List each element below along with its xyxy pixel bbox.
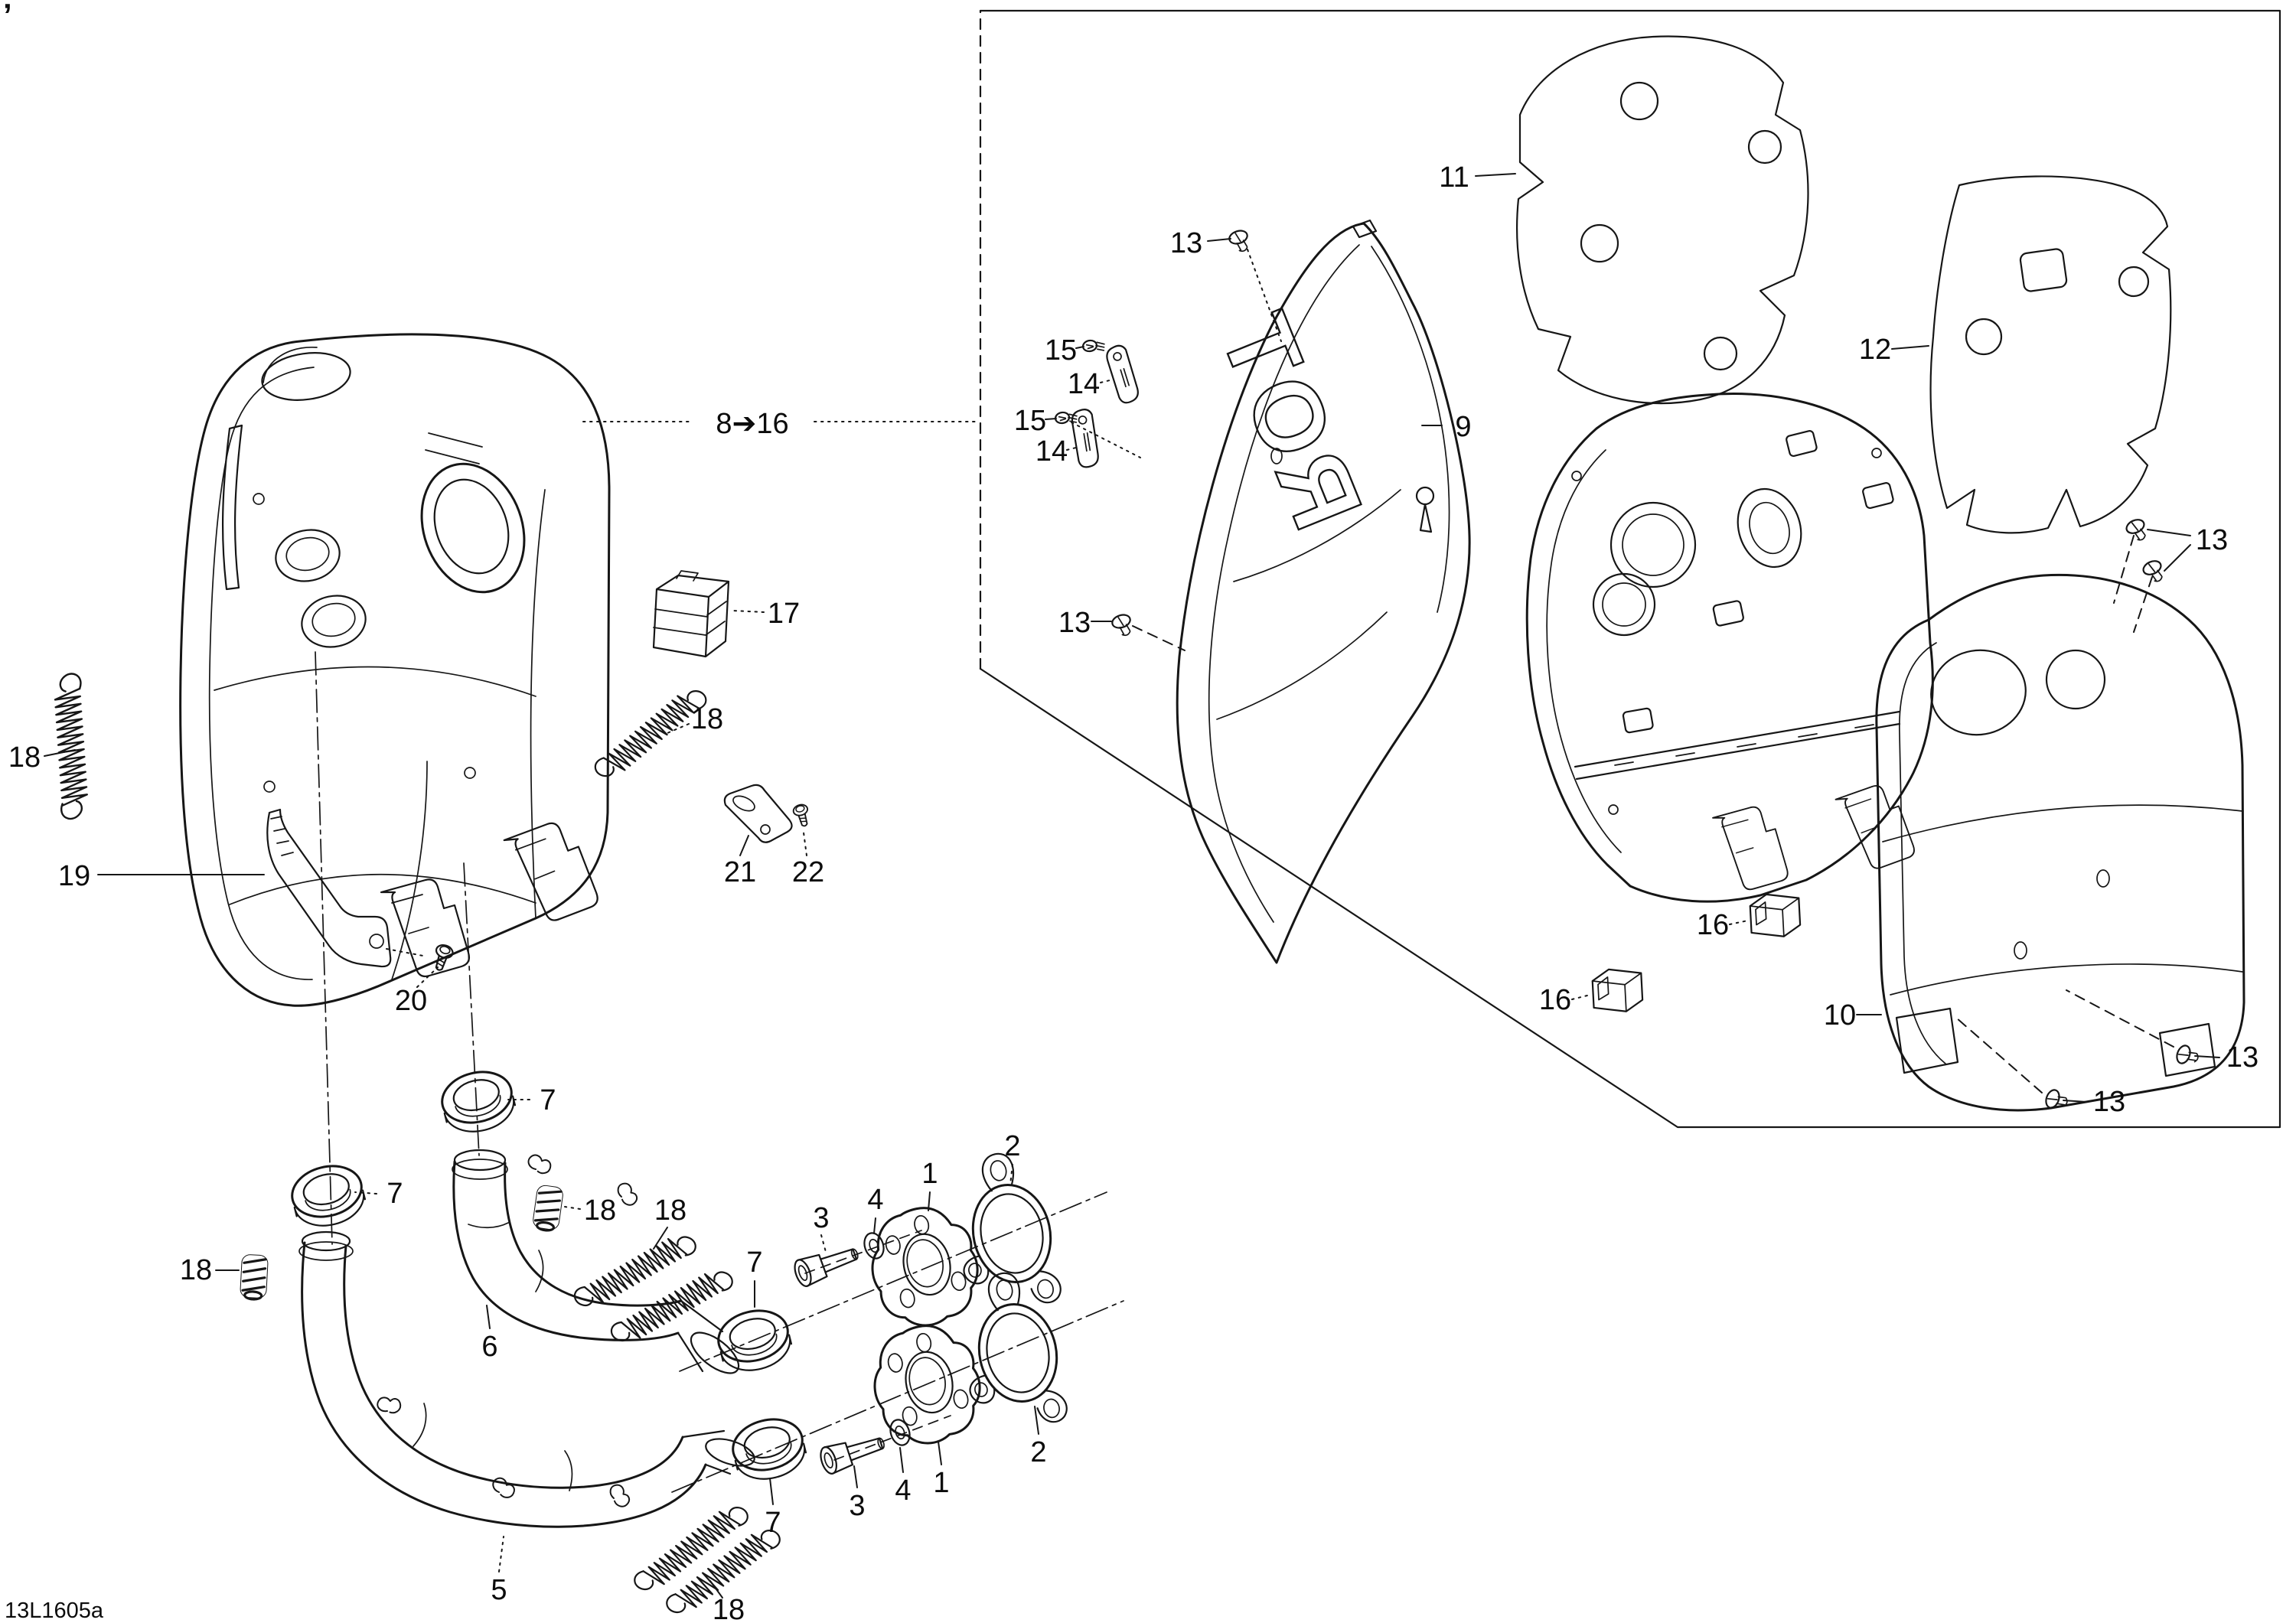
callout-labels: 18 19 20 8➔16 17 18 21 22 7 18 18 18 7 6… xyxy=(8,161,2258,1623)
page-corner-mark: ’ xyxy=(3,0,12,33)
callout-7: 7 xyxy=(386,1178,403,1210)
screw-15 xyxy=(1081,337,1107,355)
flange-cluster-lower xyxy=(817,1272,1068,1477)
callout-1: 1 xyxy=(921,1158,938,1190)
latch-detail xyxy=(1415,486,1435,533)
muffler-bracket xyxy=(380,878,471,978)
callout-18: 18 xyxy=(691,703,723,735)
callout-14: 14 xyxy=(1035,435,1068,468)
callout-17: 17 xyxy=(768,598,800,630)
exhaust-pipe-6 xyxy=(452,1149,740,1374)
callout-16: 16 xyxy=(1539,984,1571,1016)
callout-2: 2 xyxy=(1030,1436,1046,1468)
callout-21: 21 xyxy=(724,856,756,888)
callout-3: 3 xyxy=(813,1202,829,1234)
clip-21 xyxy=(723,784,793,843)
damper-16 xyxy=(1590,966,1644,1015)
callout-6: 6 xyxy=(481,1331,497,1363)
heat-shield-12 xyxy=(1929,175,2172,534)
callout-18: 18 xyxy=(713,1594,745,1623)
detail-box-border xyxy=(979,9,2281,1129)
rivet-13 xyxy=(2140,557,2167,586)
bolt-axis xyxy=(833,1415,951,1461)
exhaust-spring-18-left xyxy=(51,672,91,821)
rubber-mount-17 xyxy=(652,570,730,658)
callout-22: 22 xyxy=(792,856,824,888)
callout-7: 7 xyxy=(765,1507,781,1539)
flange-1 xyxy=(871,1207,979,1327)
callout-18: 18 xyxy=(180,1254,212,1286)
damper-16 xyxy=(1748,891,1802,940)
gasket-2 xyxy=(963,1152,1062,1304)
bolt-3 xyxy=(791,1239,863,1289)
screw-15 xyxy=(1053,409,1079,427)
muffler-cover-9: ROT xyxy=(1176,219,1471,964)
callout-5: 5 xyxy=(491,1574,507,1606)
callout-13: 13 xyxy=(1170,227,1202,259)
centerline xyxy=(463,862,480,1156)
centerline xyxy=(671,1300,1124,1493)
callout-15: 15 xyxy=(1014,405,1046,437)
callout-13: 13 xyxy=(2093,1086,2125,1118)
gasket-2 xyxy=(969,1272,1068,1423)
screw-20 xyxy=(429,942,455,973)
muffler-cover-10 xyxy=(1875,573,2245,1112)
callout-15: 15 xyxy=(1045,334,1077,367)
callout-12: 12 xyxy=(1859,334,1891,366)
callout-10: 10 xyxy=(1824,999,1856,1031)
callout-18: 18 xyxy=(654,1194,687,1227)
muffler-inner-assembly xyxy=(1525,393,1934,903)
callout-4: 4 xyxy=(867,1184,883,1216)
washer-4 xyxy=(886,1416,914,1449)
bolt-axis xyxy=(804,1230,922,1274)
drawing-number: 13L1605a xyxy=(5,1599,104,1623)
callout-16: 16 xyxy=(1697,909,1729,941)
flange-1 xyxy=(873,1325,981,1445)
callout-13: 13 xyxy=(1058,607,1091,639)
callout-1: 1 xyxy=(933,1467,949,1499)
muffler-assembly xyxy=(179,333,611,1007)
lever-19 xyxy=(266,808,392,968)
callout-3: 3 xyxy=(849,1490,865,1522)
callout-20: 20 xyxy=(395,985,427,1017)
compression-spring-18 xyxy=(238,1253,270,1302)
brand-mark-mirrored: ROT xyxy=(1197,294,1383,543)
inner-bracket xyxy=(1712,806,1789,891)
callout-19: 19 xyxy=(58,860,90,892)
callout-13: 13 xyxy=(2196,524,2228,556)
gasket-ring-7 xyxy=(285,1158,370,1234)
callout-2: 2 xyxy=(1004,1130,1020,1162)
callout-8-16: 8➔16 xyxy=(716,408,788,440)
screw-22 xyxy=(791,802,813,829)
rivet-13 xyxy=(1110,611,1136,640)
rivet-13 xyxy=(2123,516,2151,545)
leader-lines xyxy=(44,173,2220,1599)
callout-18: 18 xyxy=(8,741,41,774)
callout-14: 14 xyxy=(1068,368,1100,400)
exhaust-pipe-5 xyxy=(298,1230,755,1528)
detail-box xyxy=(979,9,2281,1129)
callout-4: 4 xyxy=(895,1475,911,1507)
callout-11: 11 xyxy=(1439,161,1469,194)
gasket-panel-11 xyxy=(1515,35,1809,405)
inner-bracket xyxy=(1834,782,1916,872)
callout-9: 9 xyxy=(1455,411,1471,443)
centerline xyxy=(679,1191,1107,1372)
callout-18: 18 xyxy=(584,1194,616,1227)
centerline xyxy=(315,651,333,1245)
callout-7: 7 xyxy=(540,1084,556,1116)
bracket-14 xyxy=(1101,344,1144,405)
callout-13: 13 xyxy=(2226,1041,2258,1074)
compression-spring-18 xyxy=(530,1183,566,1234)
callout-7: 7 xyxy=(746,1247,762,1279)
gasket-ring-7 xyxy=(726,1411,811,1488)
muffler-bracket xyxy=(502,819,600,925)
